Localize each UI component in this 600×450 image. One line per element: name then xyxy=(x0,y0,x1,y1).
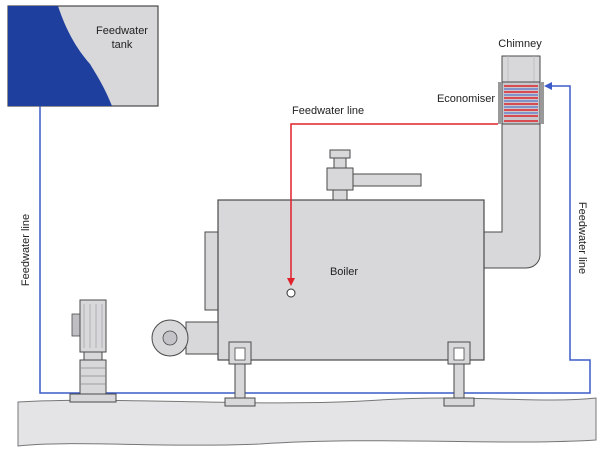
tank-label-line1: Feedwater xyxy=(96,25,148,37)
feedwater-line-blue xyxy=(39,82,591,394)
feedwater-pump xyxy=(69,299,117,403)
feedwater-line-right-label: Feedwater line xyxy=(576,202,588,274)
economiser: Economiser xyxy=(437,81,544,125)
boiler-label: Boiler xyxy=(330,266,358,278)
feedwater-line-top-label: Feedwater line xyxy=(292,105,364,117)
feedwater-line-left-label: Feedwater line xyxy=(20,214,32,286)
chimney: Chimney xyxy=(483,38,542,269)
ground xyxy=(17,397,597,447)
boiler-inlet xyxy=(286,288,296,298)
feedwater-tank: Feedwater tank xyxy=(7,5,159,107)
boiler-support-left xyxy=(224,341,256,407)
tank-label-line2: tank xyxy=(112,39,133,51)
boiler: Boiler xyxy=(204,199,485,361)
steam-valve xyxy=(326,149,422,201)
boiler-support-right xyxy=(443,341,475,407)
economiser-label: Economiser xyxy=(437,93,495,105)
burner xyxy=(151,319,219,357)
tank-water xyxy=(8,6,112,106)
feedwater-line-red xyxy=(287,123,498,286)
chimney-label: Chimney xyxy=(498,38,542,50)
